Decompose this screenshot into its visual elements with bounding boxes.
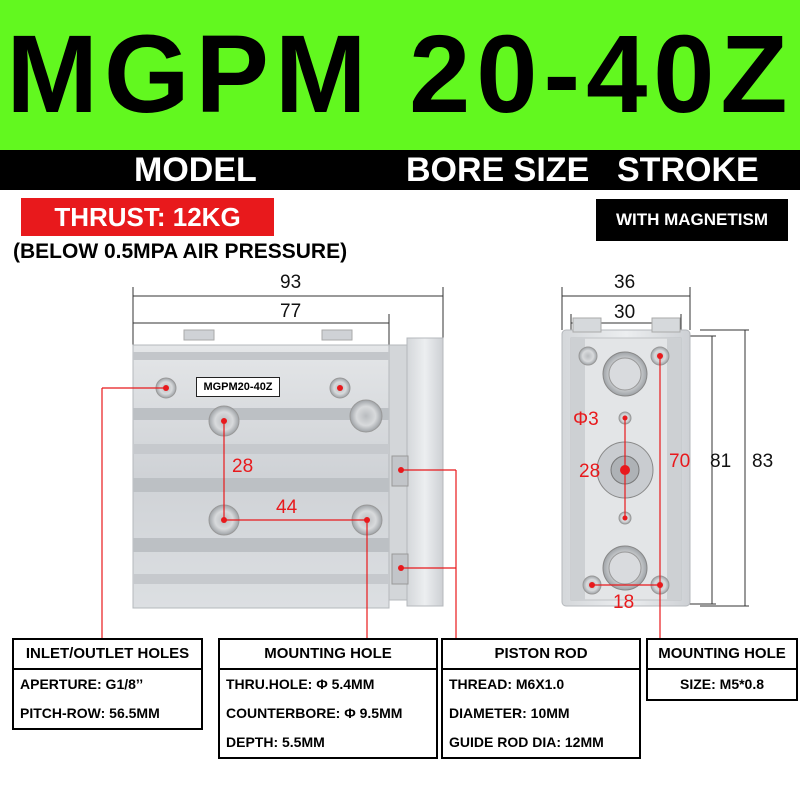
mounting-thru-hole: THRU.HOLE: Φ 5.4MM (226, 676, 375, 692)
magnetism-badge: WITH MAGNETISM (596, 199, 788, 241)
subtitle-bar: MODEL BORE SIZE STROKE (0, 150, 800, 190)
inlet-outlet-title: INLET/OUTLET HOLES (14, 640, 201, 670)
mounting-hole-size: SIZE: M5*0.8 (679, 676, 765, 692)
side-view (561, 287, 749, 638)
piston-diameter: DIAMETER: 10MM (449, 705, 570, 721)
mounting-depth: DEPTH: 5.5MM (226, 734, 325, 750)
subtitle-model: MODEL (134, 151, 257, 189)
dim-overall-length: 93 (280, 272, 302, 293)
dim-small-hole: Φ3 (573, 409, 599, 430)
dim-bottom-pitch: 18 (613, 592, 635, 613)
pressure-note: (BELOW 0.5MPA AIR PRESSURE) (13, 240, 348, 263)
mounting-hole-size-title: MOUNTING HOLE (648, 640, 796, 670)
title-banner (0, 0, 800, 150)
piston-guide-rod: GUIDE ROD DIA: 12MM (449, 734, 604, 750)
dim-width-inner: 30 (614, 302, 636, 323)
piston-rod-box: PISTON ROD THREAD: M6X1.0 DIAMETER: 10MM… (441, 638, 641, 759)
thrust-badge: THRUST: 12KG (21, 198, 274, 236)
subtitle-stroke: STROKE (617, 151, 759, 189)
mounting-hole-box: MOUNTING HOLE THRU.HOLE: Φ 5.4MM COUNTER… (218, 638, 438, 759)
dim-hole-pitch-vertical: 28 (232, 456, 254, 477)
dim-hole-pitch-horizontal: 44 (276, 497, 298, 518)
piston-thread: THREAD: M6X1.0 (449, 676, 565, 692)
inlet-pitch-row: PITCH-ROW: 56.5MM (20, 705, 160, 721)
dim-width-outer: 36 (614, 272, 636, 293)
dim-body-length: 77 (280, 301, 302, 322)
mounting-hole-size-box: MOUNTING HOLE SIZE: M5*0.8 (646, 638, 798, 701)
inlet-outlet-box: INLET/OUTLET HOLES APERTURE: G1/8’’ PITC… (12, 638, 203, 730)
dim-height-70: 70 (669, 451, 691, 472)
front-view (101, 287, 457, 638)
dim-bore: 28 (579, 461, 601, 482)
model-tag: MGPM20-40Z (196, 377, 280, 397)
inlet-aperture: APERTURE: G1/8’’ (20, 676, 144, 692)
piston-rod-title: PISTON ROD (443, 640, 639, 670)
dim-height-83: 83 (752, 451, 774, 472)
mounting-counterbore: COUNTERBORE: Φ 9.5MM (226, 705, 403, 721)
subtitle-bore-size: BORE SIZE (406, 151, 590, 189)
dim-height-81: 81 (710, 451, 732, 472)
model-title: MGPM 20-40Z (6, 13, 794, 136)
mounting-hole-title: MOUNTING HOLE (220, 640, 436, 670)
